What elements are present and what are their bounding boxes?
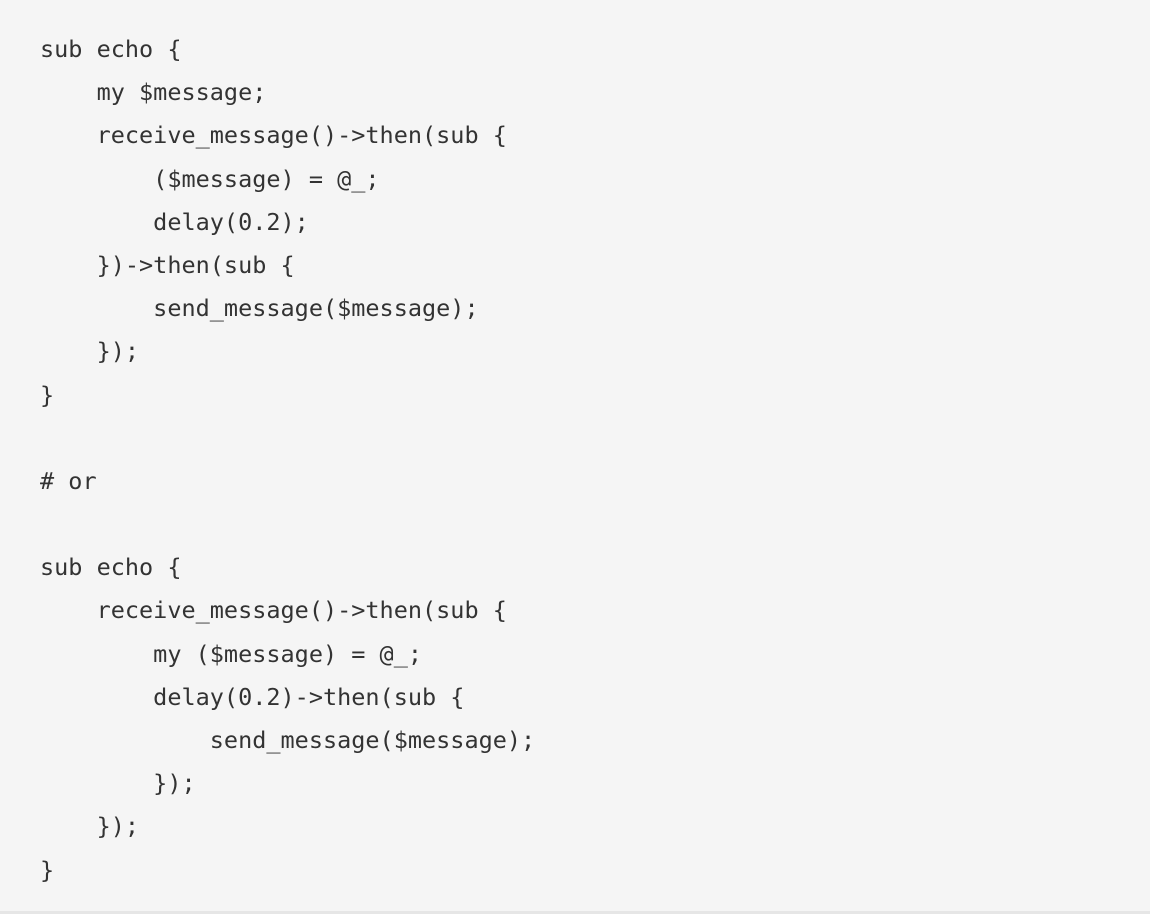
code-line: receive_message()->then(sub { bbox=[40, 121, 507, 150]
code-line: sub echo { bbox=[40, 553, 182, 582]
code-line: send_message($message); bbox=[40, 294, 479, 323]
code-line: } bbox=[40, 380, 55, 409]
code-line: sub echo { bbox=[40, 35, 182, 63]
code-line: }); bbox=[40, 337, 140, 366]
code-line: }); bbox=[40, 812, 140, 841]
code-line bbox=[40, 503, 1150, 546]
code-line: }); bbox=[40, 769, 196, 798]
code-line: receive_message()->then(sub { bbox=[40, 596, 507, 625]
code-line: delay(0.2)->then(sub { bbox=[40, 682, 465, 711]
code-line: delay(0.2); bbox=[40, 207, 309, 236]
code-comment-line: # or bbox=[40, 466, 97, 495]
code-line bbox=[40, 417, 1150, 460]
code-line: send_message($message); bbox=[40, 726, 536, 754]
code-line: my $message; bbox=[40, 78, 267, 107]
code-line: my ($message) = @_; bbox=[40, 639, 423, 668]
code-line: } bbox=[40, 855, 55, 884]
code-line: ($message) = @_; bbox=[40, 164, 380, 193]
code-line: })->then(sub { bbox=[40, 250, 295, 279]
